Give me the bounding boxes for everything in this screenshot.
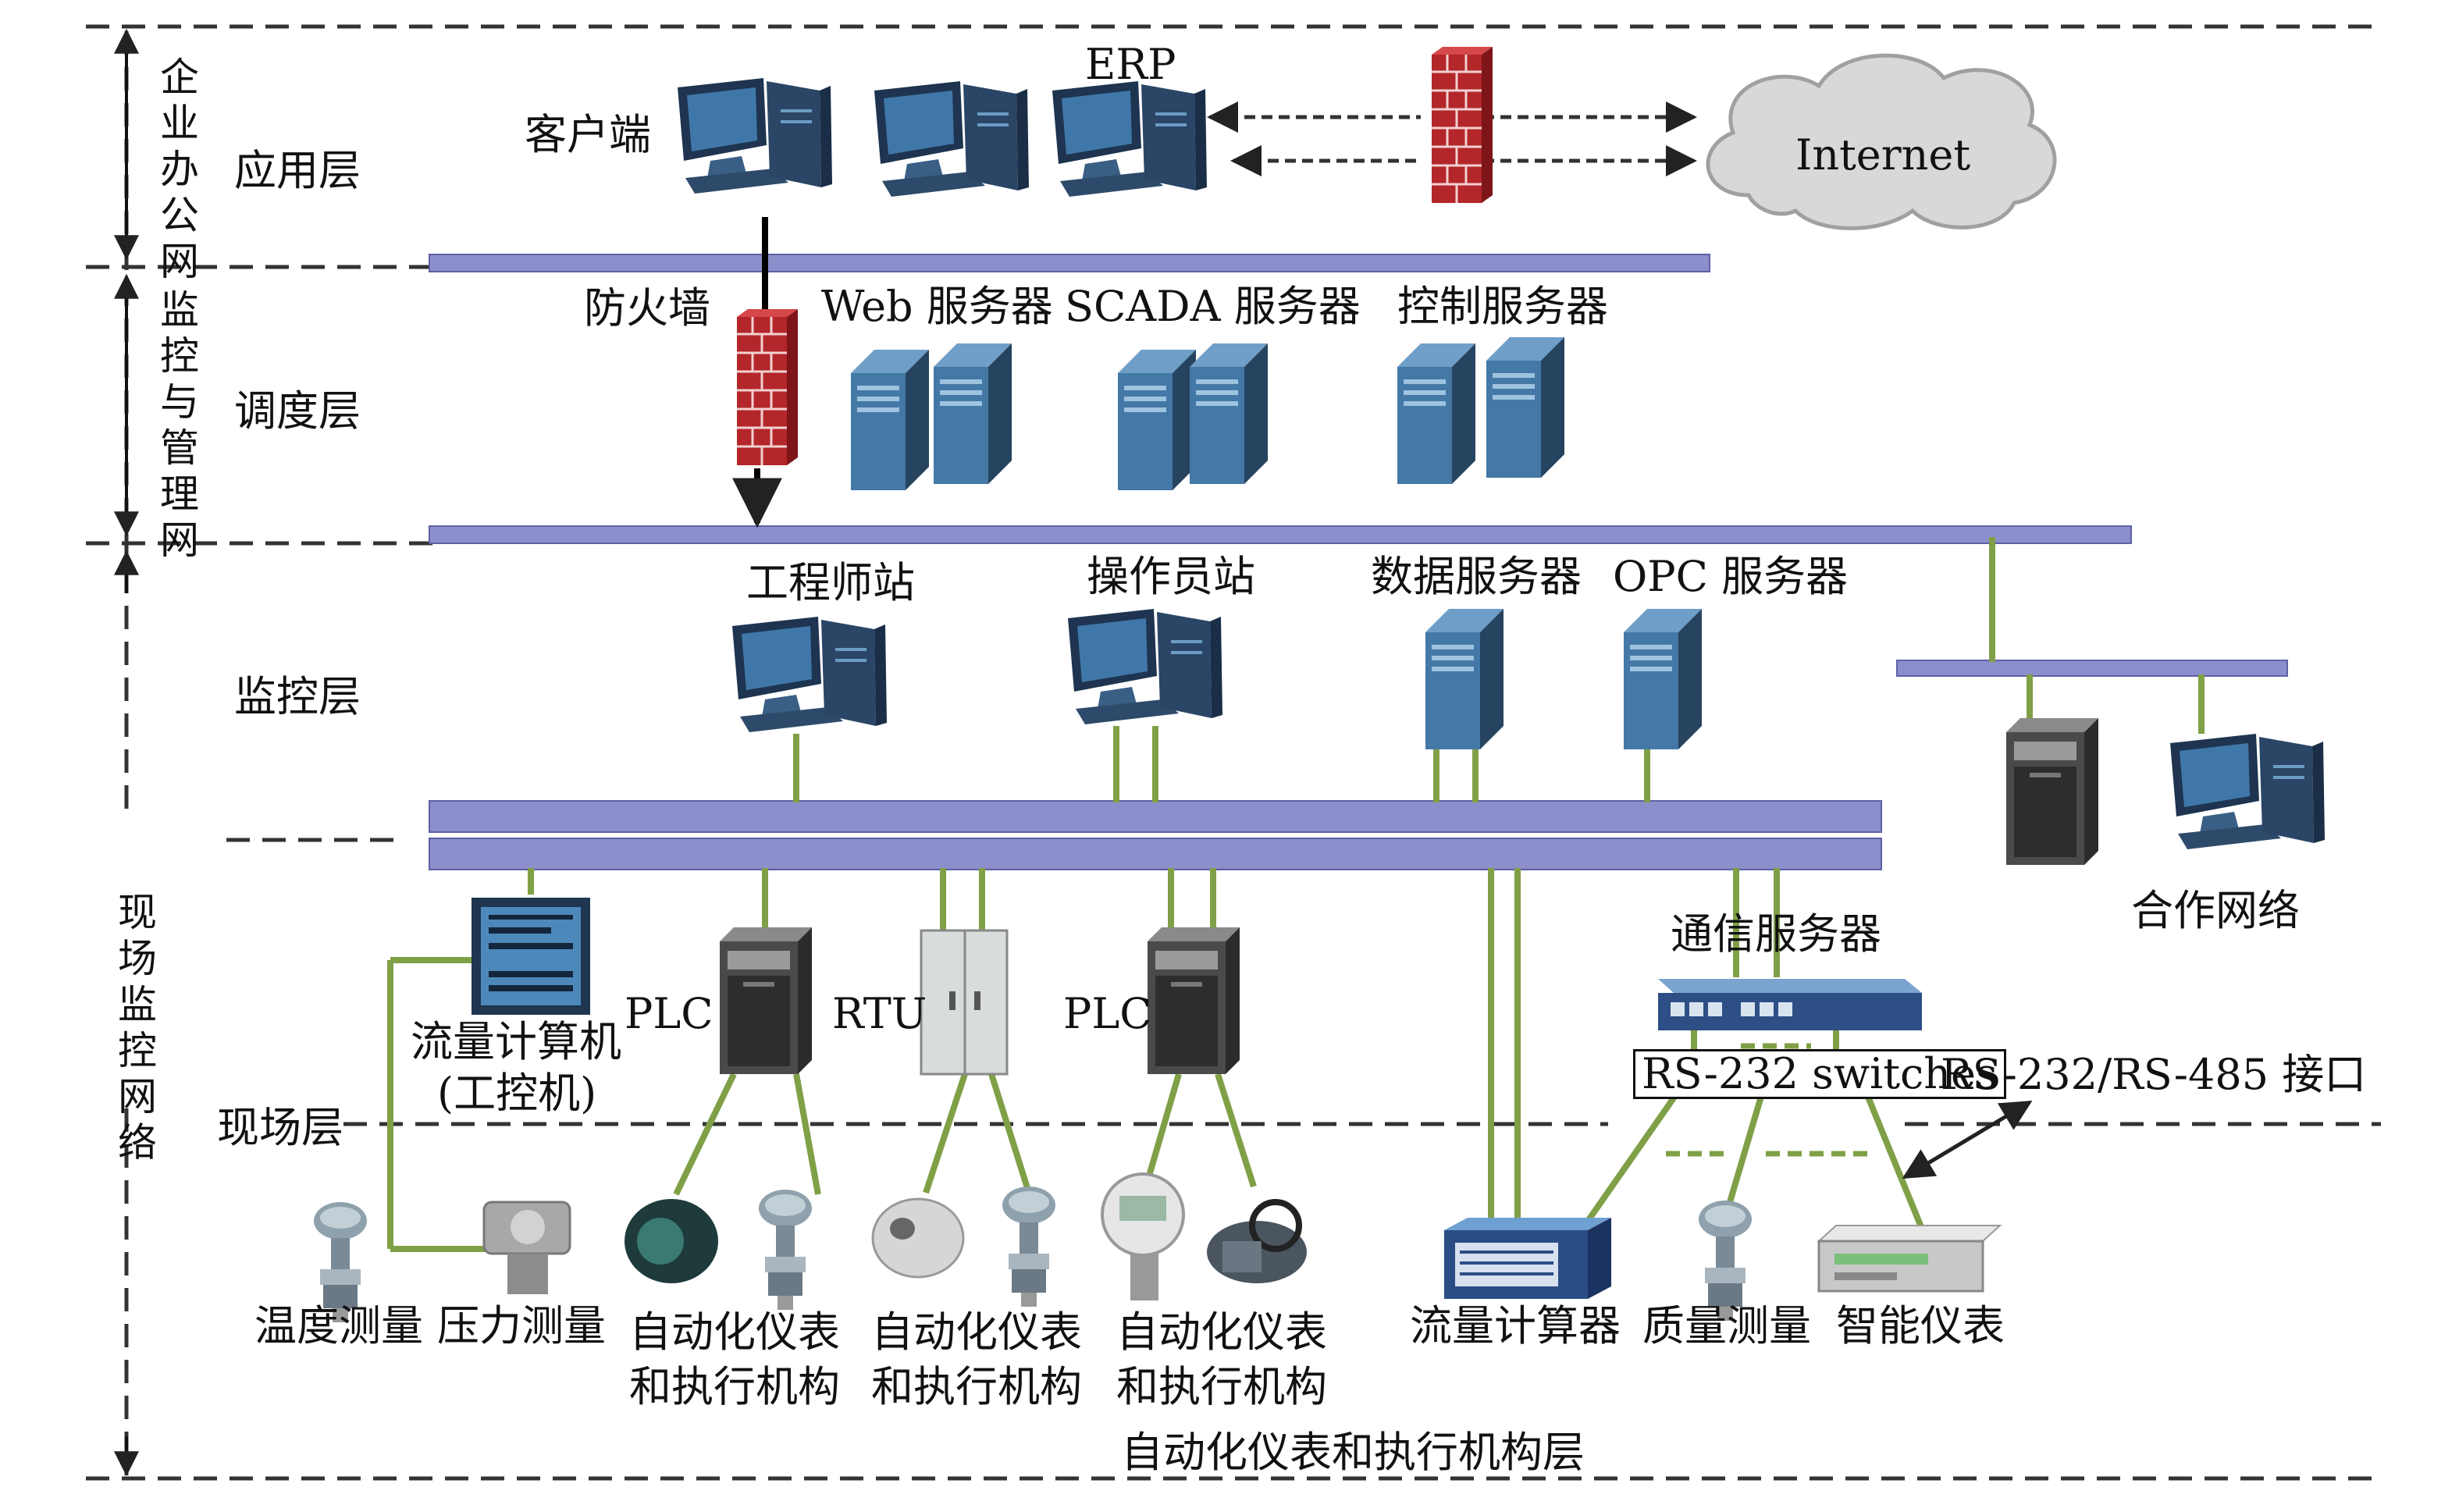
flow-calculator-icon — [1444, 1218, 1611, 1299]
smart-meter-label: 智能仪表 — [1836, 1301, 2005, 1350]
operator-station-label: 操作员站 — [1087, 552, 1255, 601]
application-layer-label: 应用层 — [234, 146, 361, 195]
rs-interface-label: RS-232/RS-485 接口 — [1941, 1050, 2367, 1099]
firewall-icon — [735, 308, 799, 467]
auto-inst-3b-label: 和执行机构 — [1116, 1362, 1327, 1411]
client-computer-icon — [678, 78, 832, 194]
green-dashed-links — [1666, 1043, 1874, 1157]
client-label: 客户端 — [525, 110, 651, 159]
partner-bus — [1896, 660, 2288, 677]
control-server-label: 控制服务器 — [1397, 282, 1608, 331]
dispatch-layer-label: 调度层 — [234, 386, 361, 436]
comm-server-label: 通信服务器 — [1671, 909, 1881, 959]
dispatch-bus — [429, 525, 2132, 544]
rs-interface-arrow — [1902, 1100, 2033, 1179]
plc-right-icon — [1148, 927, 1240, 1074]
scada-server-2-icon — [1190, 343, 1268, 484]
client-computer-2-icon — [874, 81, 1029, 197]
auto-inst-2a-label: 自动化仪表 — [871, 1307, 1082, 1357]
client-firewall-link — [732, 217, 782, 528]
flow-computer-ipc-icon — [472, 898, 590, 1015]
rtu-icon — [920, 929, 1009, 1076]
top-firewall-icon — [1430, 45, 1494, 205]
rs232-switches-label: RS-232 switches — [1633, 1049, 2006, 1099]
internet-label: Internet — [1795, 130, 1971, 180]
valve-actuator-icon — [1207, 1199, 1307, 1283]
web-server-label: Web 服务器 — [821, 282, 1053, 331]
transmitter-2-icon — [1002, 1186, 1055, 1307]
auto-inst-3a-label: 自动化仪表 — [1116, 1307, 1327, 1357]
plc-left-icon — [720, 927, 812, 1074]
opc-server-label: OPC 服务器 — [1613, 552, 1849, 601]
data-server-label: 数据服务器 — [1371, 552, 1582, 601]
erp-label: ERP — [1085, 40, 1176, 89]
control-server-1-icon — [1397, 343, 1475, 484]
engineer-station-label: 工程师站 — [746, 558, 915, 607]
auto-inst-2b-label: 和执行机构 — [871, 1362, 1082, 1411]
green-links — [387, 537, 2205, 1252]
temp-measure-label: 温度测量 — [254, 1301, 423, 1350]
auto-inst-1a-label: 自动化仪表 — [629, 1307, 840, 1357]
layer-separators — [86, 24, 2381, 1481]
web-server-2-icon — [934, 343, 1012, 484]
field-monitor-net-label: 现场监控网络 — [118, 890, 157, 1165]
operator-station-icon — [1068, 609, 1222, 724]
smart-meter-icon — [1817, 1225, 2002, 1293]
mass-measure-label: 质量测量 — [1642, 1301, 1811, 1350]
scada-server-label: SCADA 服务器 — [1065, 282, 1361, 331]
plc-left-label: PLC — [625, 989, 714, 1038]
instrument-actuator-layer-label: 自动化仪表和执行机构层 — [1121, 1428, 1585, 1477]
control-server-2-icon — [1486, 337, 1564, 478]
data-server-icon — [1425, 609, 1504, 749]
rtu-label: RTU — [832, 989, 927, 1038]
monitor-bus-upper — [429, 800, 1882, 833]
monitor-bus-lower — [429, 838, 1882, 870]
smart-transmitter-icon — [1101, 1172, 1185, 1300]
firewall-label: 防火墙 — [584, 283, 710, 333]
scada-server-1-icon — [1118, 350, 1196, 490]
monitor-mgmt-net-label: 监控与管理网 — [160, 287, 199, 563]
transmitter-1-icon — [759, 1190, 812, 1310]
actuator-2-icon — [871, 1197, 965, 1279]
pressure-sensor-icon — [482, 1201, 571, 1294]
pressure-measure-label: 压力测量 — [437, 1301, 606, 1350]
ipc-label: (工控机) — [437, 1069, 597, 1118]
comm-server-icon — [1658, 979, 1922, 1030]
internet-cloud-icon — [1706, 53, 2057, 230]
web-server-1-icon — [851, 350, 929, 490]
erp-internet-arrows — [1207, 101, 1697, 176]
flow-calculator-label: 流量计算器 — [1410, 1301, 1621, 1350]
field-layer-label: 现场层 — [217, 1103, 343, 1152]
plc-right-label: PLC — [1063, 989, 1152, 1038]
monitoring-layer-label: 监控层 — [234, 672, 361, 721]
flow-computer-label: 流量计算机 — [411, 1017, 621, 1066]
engineer-station-icon — [732, 617, 887, 732]
enterprise-office-net-label: 企业办公网 — [160, 55, 199, 284]
partner-server-icon — [2006, 718, 2098, 865]
erp-computer-icon — [1052, 81, 1207, 197]
partner-network-label: 合作网络 — [2131, 886, 2300, 935]
auto-inst-1b-label: 和执行机构 — [629, 1362, 840, 1411]
application-bus — [429, 254, 1710, 272]
actuator-1-icon — [625, 1199, 718, 1283]
partner-computer-icon — [2170, 734, 2325, 849]
opc-server-icon — [1624, 609, 1702, 749]
